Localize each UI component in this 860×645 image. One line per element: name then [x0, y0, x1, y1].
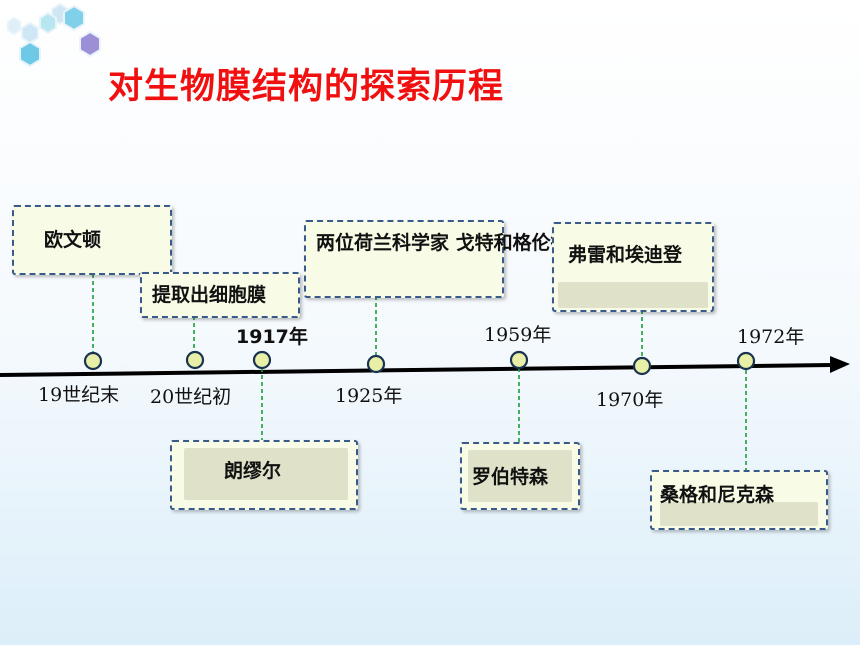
- event-label: 桑格和尼克森: [660, 484, 775, 506]
- event-label: 罗伯特森: [472, 466, 549, 488]
- event-label: 朗缪尔: [224, 460, 282, 482]
- event-box-singer: 桑格和尼克森: [650, 470, 828, 530]
- timeline-arrowhead: [830, 356, 850, 373]
- timeline-node: [509, 350, 529, 370]
- event-box-robertson: 罗伯特森: [460, 442, 580, 510]
- event-box-gorter: 两位荷兰科学家 戈特和格伦德: [304, 220, 570, 298]
- date-label: 20世纪初: [150, 386, 232, 408]
- timeline-axis: [0, 363, 833, 377]
- date-label: 19世纪末: [38, 384, 120, 406]
- event-box-owen: 欧文顿: [12, 205, 172, 275]
- event-box-extract: 提取出细胞膜: [140, 272, 300, 318]
- event-label: 两位荷兰科学家 戈特和格伦德: [316, 232, 570, 254]
- date-label: 1970年: [596, 389, 664, 411]
- timeline-node: [736, 351, 756, 371]
- event-label: 提取出细胞膜: [152, 284, 267, 306]
- timeline-node: [185, 350, 205, 370]
- hexagon-decoration: [7, 2, 101, 68]
- date-label: 1972年: [737, 326, 805, 348]
- timeline-node: [632, 356, 652, 376]
- event-label: 弗雷和埃迪登: [568, 244, 683, 266]
- event-box-frye: 弗雷和埃迪登: [552, 222, 714, 312]
- page-title: 对生物膜结构的探索历程: [108, 67, 505, 107]
- event-box-langmuir: 朗缪尔: [170, 440, 358, 510]
- event-label: 欧文顿: [44, 229, 102, 251]
- timeline-node: [252, 350, 272, 370]
- date-label: 1959年: [484, 324, 552, 346]
- date-label: 1917年: [236, 326, 308, 348]
- timeline-node: [366, 354, 386, 374]
- date-label: 1925年: [335, 385, 403, 407]
- timeline-node: [83, 351, 103, 371]
